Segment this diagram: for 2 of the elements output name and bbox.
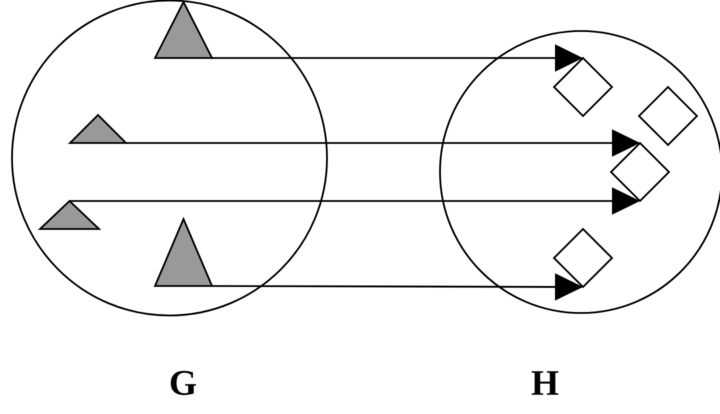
set-label: H — [532, 371, 558, 395]
set-label: G — [170, 370, 196, 396]
